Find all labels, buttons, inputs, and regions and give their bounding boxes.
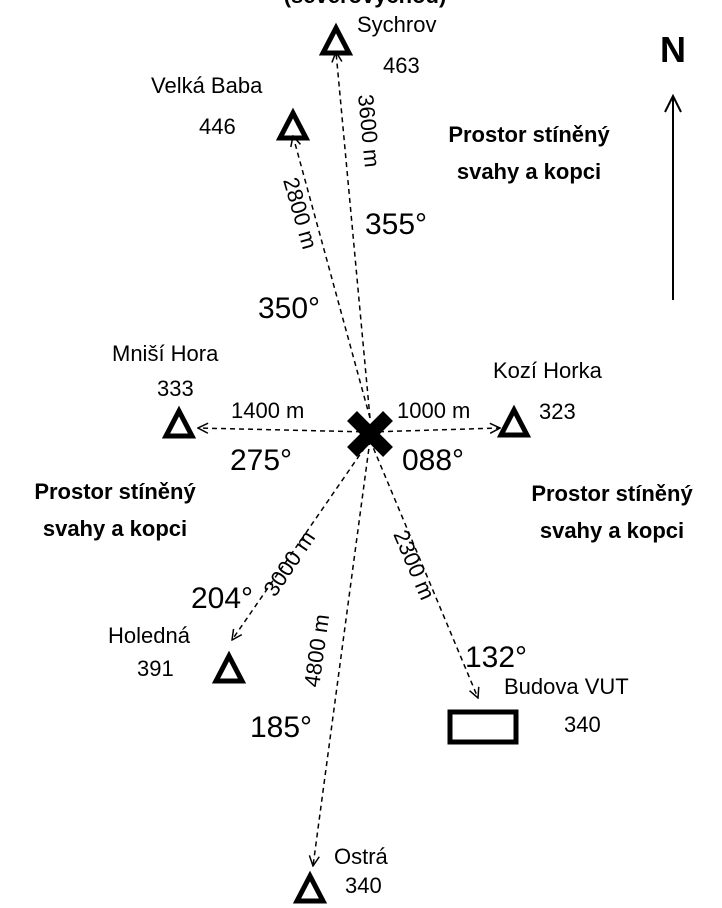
target-mnisi-hora: Mniší Hora 333 1400 m 275° bbox=[112, 341, 304, 477]
target-name: Sychrov bbox=[357, 12, 436, 37]
region-north-east: Prostor stíněný svahy a kopci bbox=[448, 122, 610, 184]
triangle-icon bbox=[292, 870, 328, 904]
north-arrow: N bbox=[660, 29, 686, 300]
target-altitude: 463 bbox=[383, 53, 420, 78]
ray-velka-baba bbox=[293, 136, 371, 419]
bearing-label: 355° bbox=[365, 208, 427, 241]
region-line-1: Prostor stíněný bbox=[448, 122, 610, 147]
target-altitude: 323 bbox=[539, 399, 576, 424]
distance-label: 3600 m bbox=[353, 93, 385, 168]
bearing-label: 350° bbox=[258, 292, 320, 325]
ray-holedna bbox=[232, 439, 371, 640]
distance-label: 2800 m bbox=[278, 174, 322, 251]
target-altitude: 446 bbox=[199, 114, 236, 139]
distance-label: 1400 m bbox=[231, 398, 304, 423]
rectangle-icon bbox=[447, 709, 519, 745]
region-east: Prostor stíněný svahy a kopci bbox=[531, 481, 693, 543]
target-name: Budova VUT bbox=[504, 674, 629, 699]
bearing-label: 275° bbox=[230, 444, 292, 477]
bearing-label: 204° bbox=[191, 582, 253, 615]
region-line-2: svahy a kopci bbox=[457, 159, 601, 184]
distance-label: 3000 m bbox=[258, 526, 320, 601]
bearing-label: 088° bbox=[402, 444, 464, 477]
triangle-icon bbox=[318, 22, 354, 56]
target-name: Ostrá bbox=[334, 844, 389, 869]
distance-label: 1000 m bbox=[397, 398, 470, 423]
region-west: Prostor stíněný svahy a kopci bbox=[34, 479, 196, 541]
target-velka-baba: Velká Baba 446 2800 m 350° bbox=[151, 73, 322, 325]
region-line-2: svahy a kopci bbox=[540, 518, 684, 543]
target-holedna: Holedná 391 3000 m 204° bbox=[108, 526, 320, 684]
target-budova-vut: Budova VUT 340 2300 m 132° bbox=[388, 526, 629, 745]
target-altitude: 340 bbox=[345, 873, 382, 898]
triangle-icon bbox=[496, 404, 532, 438]
ray-mnisi-hora bbox=[198, 428, 371, 432]
triangle-icon bbox=[211, 650, 247, 684]
target-sychrov: Sychrov 463 3600 m 355° bbox=[318, 12, 436, 241]
region-line-1: Prostor stíněný bbox=[34, 479, 196, 504]
rays bbox=[198, 52, 500, 866]
header-title-cut: (severovýchod) bbox=[284, 0, 447, 8]
target-altitude: 391 bbox=[137, 656, 174, 681]
ray-budova-vut bbox=[369, 439, 478, 698]
target-ostra: Ostrá 340 4800 m 185° bbox=[250, 613, 389, 904]
target-altitude: 340 bbox=[564, 712, 601, 737]
distance-label: 2300 m bbox=[388, 526, 440, 603]
bearing-label: 132° bbox=[465, 641, 527, 674]
ray-sychrov bbox=[336, 52, 371, 419]
target-kozi-horka: Kozí Horka 323 1000 m 088° bbox=[397, 358, 603, 477]
target-altitude: 333 bbox=[157, 376, 194, 401]
north-label: N bbox=[660, 29, 686, 70]
target-name: Mniší Hora bbox=[112, 341, 219, 366]
region-line-2: svahy a kopci bbox=[43, 516, 187, 541]
bearing-label: 185° bbox=[250, 711, 312, 744]
region-line-1: Prostor stíněný bbox=[531, 481, 693, 506]
triangle-icon bbox=[161, 405, 197, 439]
target-name: Holedná bbox=[108, 623, 191, 648]
x-cross-icon bbox=[347, 411, 393, 457]
distance-label: 4800 m bbox=[299, 613, 334, 689]
ray-kozi-horka bbox=[369, 428, 500, 432]
target-name: Kozí Horka bbox=[493, 358, 603, 383]
triangle-icon bbox=[275, 107, 311, 141]
target-name: Velká Baba bbox=[151, 73, 263, 98]
